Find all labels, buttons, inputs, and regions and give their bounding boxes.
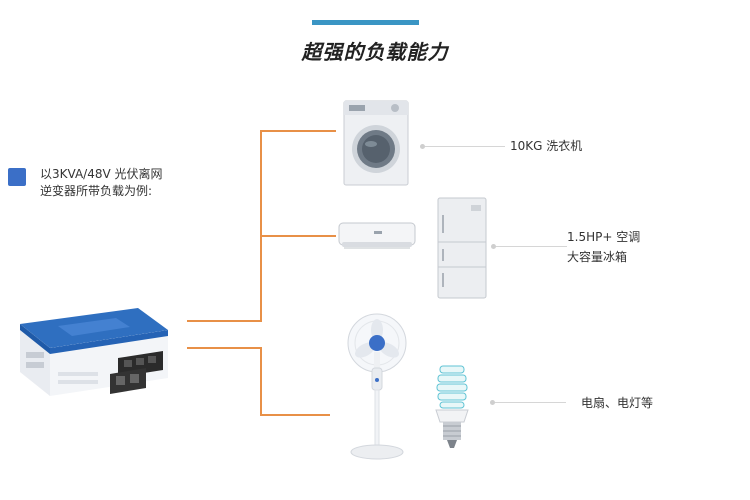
wire-inverter-upper (187, 320, 261, 322)
leader-dot-ac-fridge (491, 244, 496, 249)
wire-inverter-lower (187, 347, 261, 349)
leader-dot-washer (420, 144, 425, 149)
wire-branch-fan (260, 414, 330, 416)
inverter-illustration (20, 308, 168, 396)
leader-dot-fan-light (490, 400, 495, 405)
legend-line-1: 以3KVA/48V 光伏离网 (40, 167, 163, 181)
legend-marker (8, 168, 26, 186)
leader-line-ac-fridge (493, 246, 567, 247)
label-fan-light: 电扇、电灯等 (581, 396, 654, 410)
bulb-illustration (435, 365, 469, 448)
air-conditioner-illustration (338, 222, 416, 249)
page-title: 超强的负载能力 (301, 40, 449, 64)
leader-line-washer (422, 146, 505, 147)
standing-fan-illustration (347, 313, 407, 460)
title-accent-bar (312, 20, 419, 25)
legend-caption: 以3KVA/48V 光伏离网 逆变器所带负载为例: (40, 166, 163, 200)
washing-machine-illustration (343, 100, 409, 186)
wire-trunk-upper (260, 130, 262, 322)
label-fridge: 大容量冰箱 (567, 250, 628, 264)
wire-branch-washer (260, 130, 336, 132)
leader-line-fan-light (492, 402, 566, 403)
legend-line-2: 逆变器所带负载为例: (40, 184, 153, 198)
wire-branch-ac (260, 235, 336, 237)
wire-trunk-lower (260, 347, 262, 416)
label-washer: 10KG 洗衣机 (510, 139, 583, 153)
label-ac: 1.5HP+ 空调 (567, 230, 641, 244)
refrigerator-illustration (437, 197, 487, 299)
